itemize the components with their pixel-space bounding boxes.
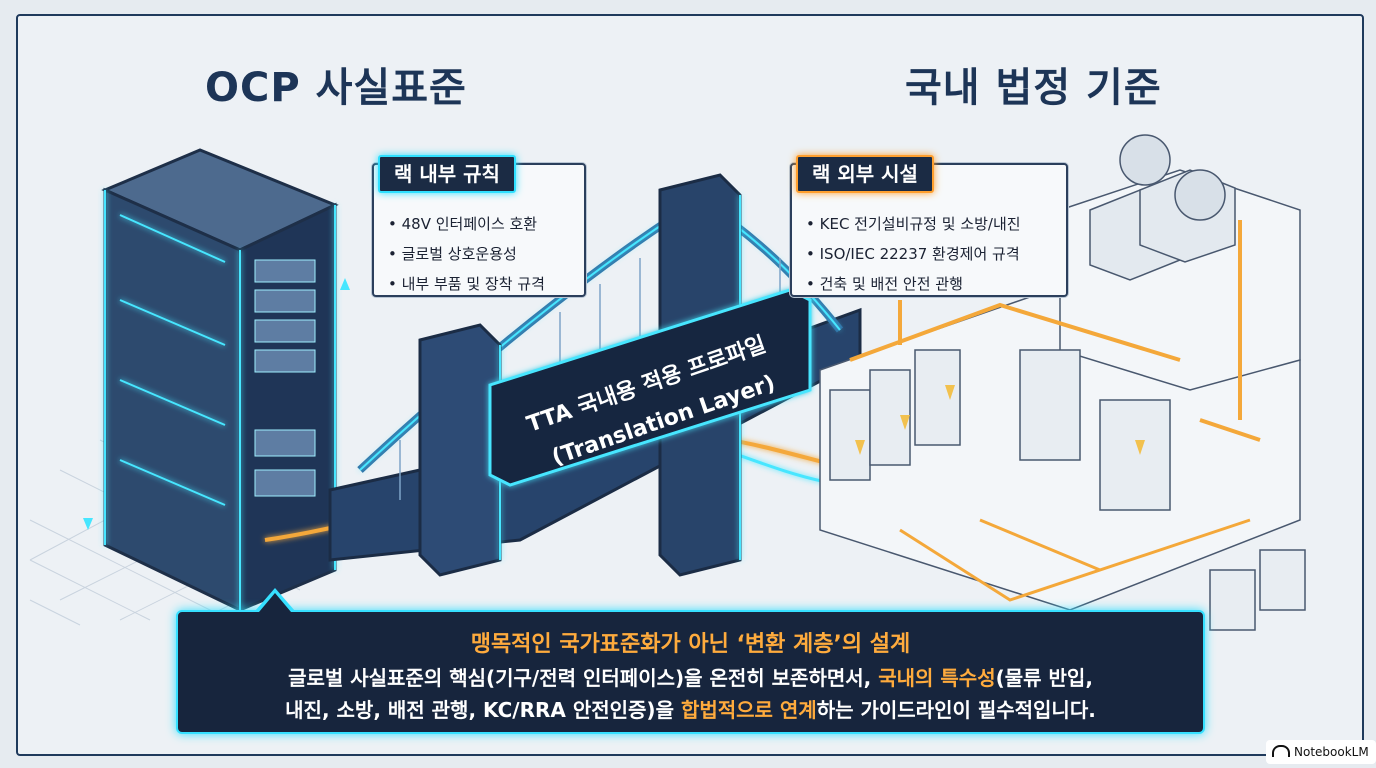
- summary-text: 내진, 소방, 배전 관행, KC/RRA 안전인증)을: [285, 698, 681, 722]
- summary-line-2: 글로벌 사실표준의 핵심(기구/전력 인터페이스)을 온전히 보존하면서, 국내…: [198, 662, 1183, 691]
- notebooklm-icon: [1272, 745, 1290, 757]
- summary-text: 하는 가이드라인이 필수적입니다.: [816, 698, 1096, 722]
- summary-highlight-specificity: 국내의 특수성: [878, 666, 996, 690]
- summary-headline: 맹목적인 국가표준화가 아닌 ‘변환 계층’의 설계: [470, 632, 911, 657]
- callout-rack-internal-header: 랙 내부 규칙: [378, 155, 516, 193]
- list-item: 글로벌 상호운용성: [388, 239, 545, 269]
- watermark-label: NotebookLM: [1294, 745, 1369, 759]
- list-item: KEC 전기설비규정 및 소방/내진: [806, 209, 1021, 239]
- facility-building: [819, 134, 1306, 631]
- summary-line-3: 내진, 소방, 배전 관행, KC/RRA 안전인증)을 합법적으로 연계하는 …: [198, 694, 1183, 723]
- callout-rack-internal-list: 48V 인터페이스 호환 글로벌 상호운용성 내부 부품 및 장착 규격: [388, 209, 545, 299]
- notebooklm-watermark: NotebookLM: [1266, 740, 1376, 764]
- list-item: ISO/IEC 22237 환경제어 규격: [806, 239, 1021, 269]
- summary-text: (물류 반입,: [995, 666, 1093, 690]
- summary-text: 글로벌 사실표준의 핵심(기구/전력 인터페이스)을 온전히 보존하면서,: [288, 666, 879, 690]
- list-item: 48V 인터페이스 호환: [388, 209, 545, 239]
- title-ocp-standard: OCP 사실표준: [205, 65, 467, 111]
- callout-rack-external-list: KEC 전기설비규정 및 소방/내진 ISO/IEC 22237 환경제어 규격…: [806, 209, 1021, 299]
- title-domestic-regulation: 국내 법정 기준: [905, 65, 1162, 111]
- bridge: TTA 국내용 적용 프로파일 (Translation Layer): [328, 173, 862, 577]
- list-item: 내부 부품 및 장착 규격: [388, 269, 545, 299]
- callout-rack-external: 랙 외부 시설 KEC 전기설비규정 및 소방/내진 ISO/IEC 22237…: [790, 155, 1068, 299]
- callout-rack-internal: 랙 내부 규칙 48V 인터페이스 호환 글로벌 상호운용성 내부 부품 및 장…: [372, 155, 586, 299]
- callout-rack-external-header: 랙 외부 시설: [796, 155, 934, 193]
- summary-highlight-linkage: 합법적으로 연계: [680, 698, 817, 722]
- summary-box: 맹목적인 국가표준화가 아닌 ‘변환 계층’의 설계 글로벌 사실표준의 핵심(…: [176, 610, 1205, 734]
- list-item: 건축 및 배전 안전 관행: [806, 269, 1021, 299]
- server-rack: [83, 148, 350, 613]
- summary-pointer-inner: [259, 593, 291, 612]
